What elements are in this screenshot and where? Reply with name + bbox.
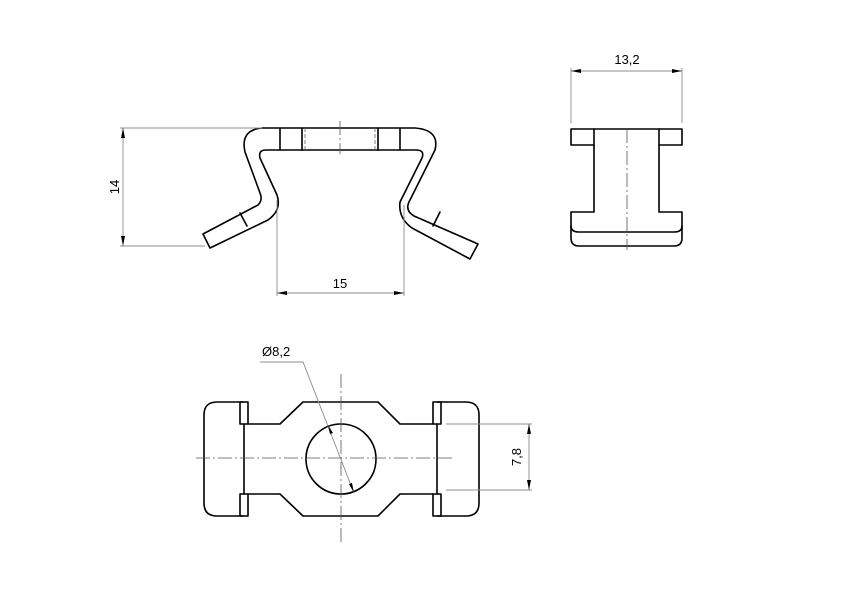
top-right-end-block: [436, 401, 480, 517]
dim-7-8-label: 7,8: [509, 448, 524, 466]
side-view-outline: [570, 128, 683, 247]
top-right-upper-tab: [432, 401, 442, 425]
dim-14-arrow-top: [121, 128, 125, 138]
front-left-tab-tick: [239, 212, 248, 227]
front-right-tab-tick: [432, 211, 441, 227]
top-left-upper-tab: [239, 401, 249, 425]
dim-13-2-arrow-left: [571, 69, 581, 73]
front-view-outer-profile: [202, 127, 479, 260]
top-left-lower-tab: [239, 493, 249, 517]
dim-15-arrow-left: [277, 291, 287, 295]
dim-diameter-arrow-bottom: [349, 483, 354, 493]
dim-diameter-arrow-top: [328, 425, 333, 434]
front-view: 14 15: [107, 121, 479, 296]
side-base-line: [570, 225, 683, 233]
dim-diameter-label: Ø8,2: [262, 344, 290, 359]
dim-14-label: 14: [107, 180, 122, 194]
dim-14-arrow-bottom: [121, 236, 125, 246]
top-central-body: [247, 401, 434, 425]
top-central-body-lower: [247, 493, 434, 517]
side-view: 13,2: [570, 52, 683, 250]
dim-7-8-arrow-bottom: [527, 480, 531, 490]
dim-7-8-arrow-top: [527, 424, 531, 434]
top-left-end-block: [203, 401, 244, 517]
dim-13-2-label: 13,2: [614, 52, 639, 67]
dim-15-arrow-right: [394, 291, 404, 295]
dim-15-label: 15: [333, 276, 347, 291]
top-right-lower-tab: [432, 493, 442, 517]
dim-13-2-arrow-right: [672, 69, 682, 73]
top-view: Ø8,2 7,8: [196, 344, 532, 544]
dim-diameter-leader: [260, 361, 355, 494]
